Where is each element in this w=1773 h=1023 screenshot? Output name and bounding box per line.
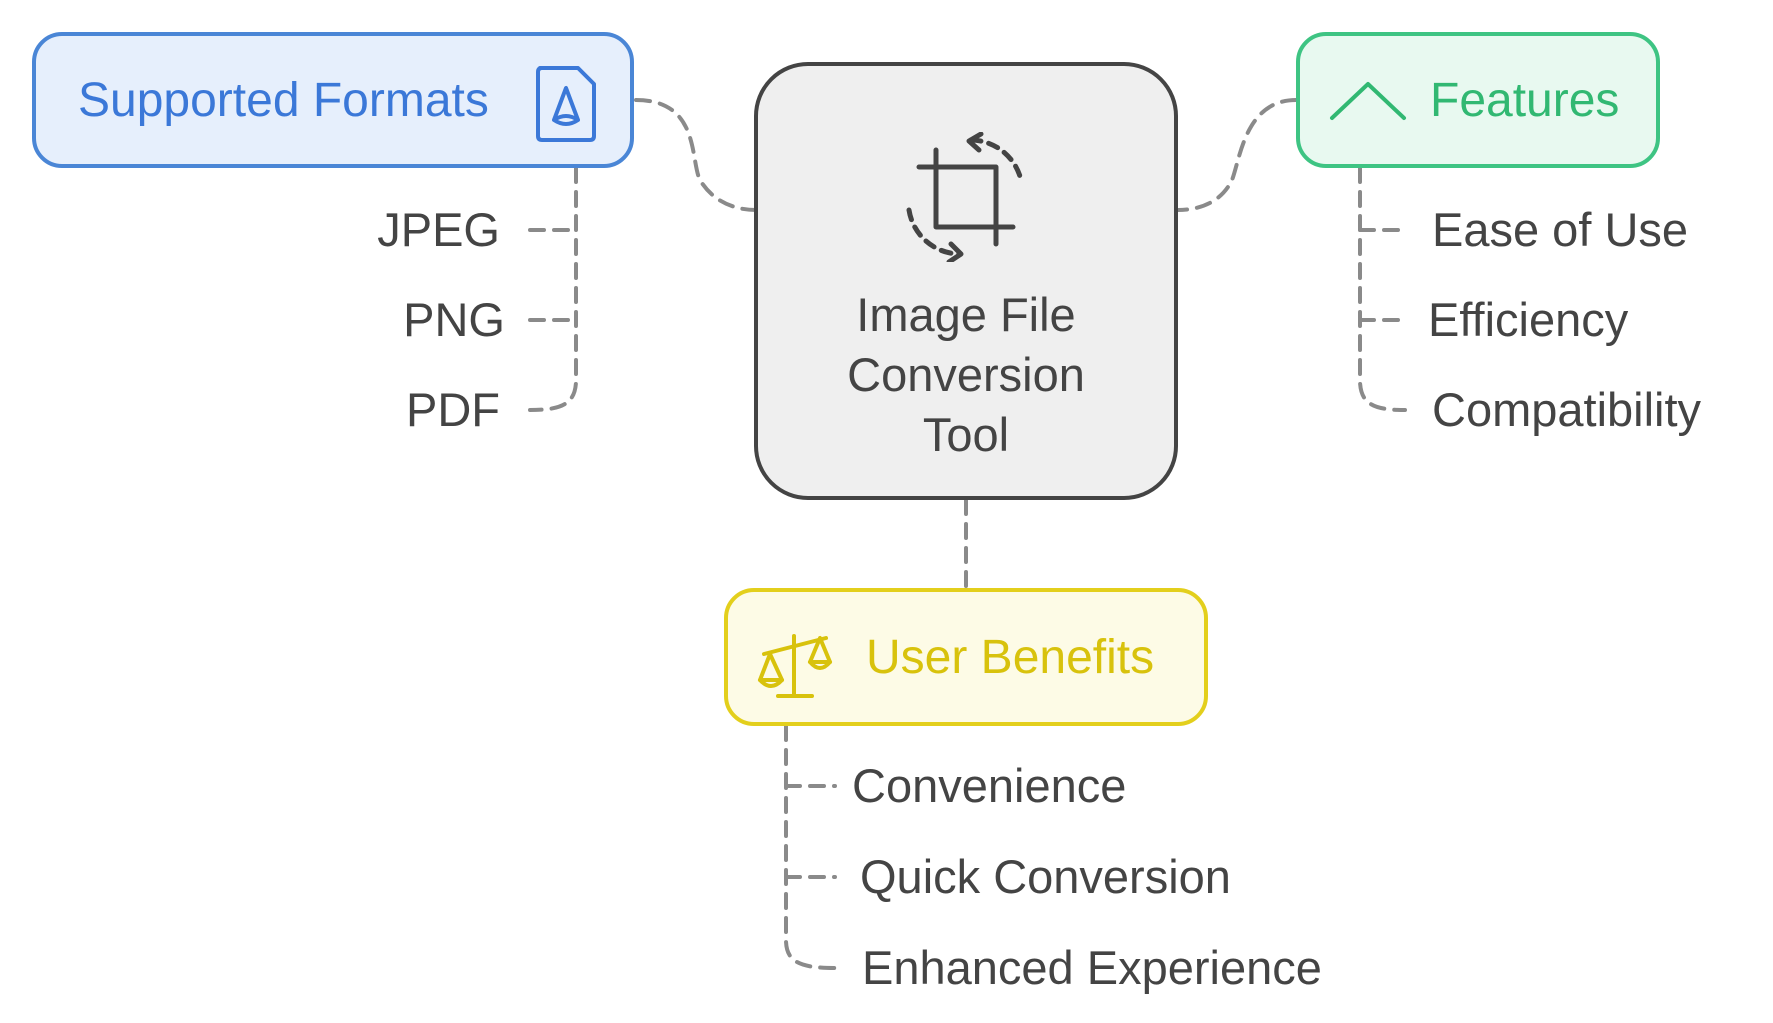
user-benefits-box: User Benefits — [724, 588, 1208, 726]
features-box: Features — [1296, 32, 1660, 168]
center-title-line-3: Tool — [922, 408, 1010, 461]
connector-features-center — [1176, 98, 1298, 212]
feature-item-efficiency: Efficiency — [1428, 293, 1629, 346]
center-title-line-1: Image File — [856, 288, 1076, 341]
benefit-item-enhanced-experience: Enhanced Experience — [862, 941, 1322, 994]
supported-formats-label: Supported Formats — [78, 73, 489, 127]
scale-icon — [756, 624, 836, 709]
user-benefits-label: User Benefits — [866, 630, 1155, 684]
supported-formats-box: Supported Formats — [32, 32, 634, 168]
feature-item-compatibility: Compatibility — [1432, 383, 1702, 436]
format-item-jpeg: JPEG — [377, 203, 500, 256]
connector-benefits-trunk — [784, 724, 837, 970]
center-title: Image File Conversion Tool — [816, 285, 1116, 465]
center-title-line-2: Conversion — [847, 348, 1085, 401]
format-item-pdf: PDF — [406, 383, 500, 436]
features-label: Features — [1430, 73, 1620, 127]
center-node: Image File Conversion Tool — [754, 62, 1178, 500]
connector-formats-center — [634, 98, 758, 212]
crop-rotate-icon — [901, 131, 1031, 267]
file-icon — [534, 64, 598, 149]
benefit-item-quick-conversion: Quick Conversion — [860, 850, 1231, 903]
feature-item-ease-of-use: Ease of Use — [1432, 203, 1689, 256]
benefit-item-convenience: Convenience — [852, 759, 1127, 812]
format-item-png: PNG — [403, 293, 505, 346]
chevron-up-icon — [1328, 76, 1408, 129]
connector-formats-trunk — [528, 166, 578, 412]
connector-features-trunk — [1358, 166, 1407, 412]
